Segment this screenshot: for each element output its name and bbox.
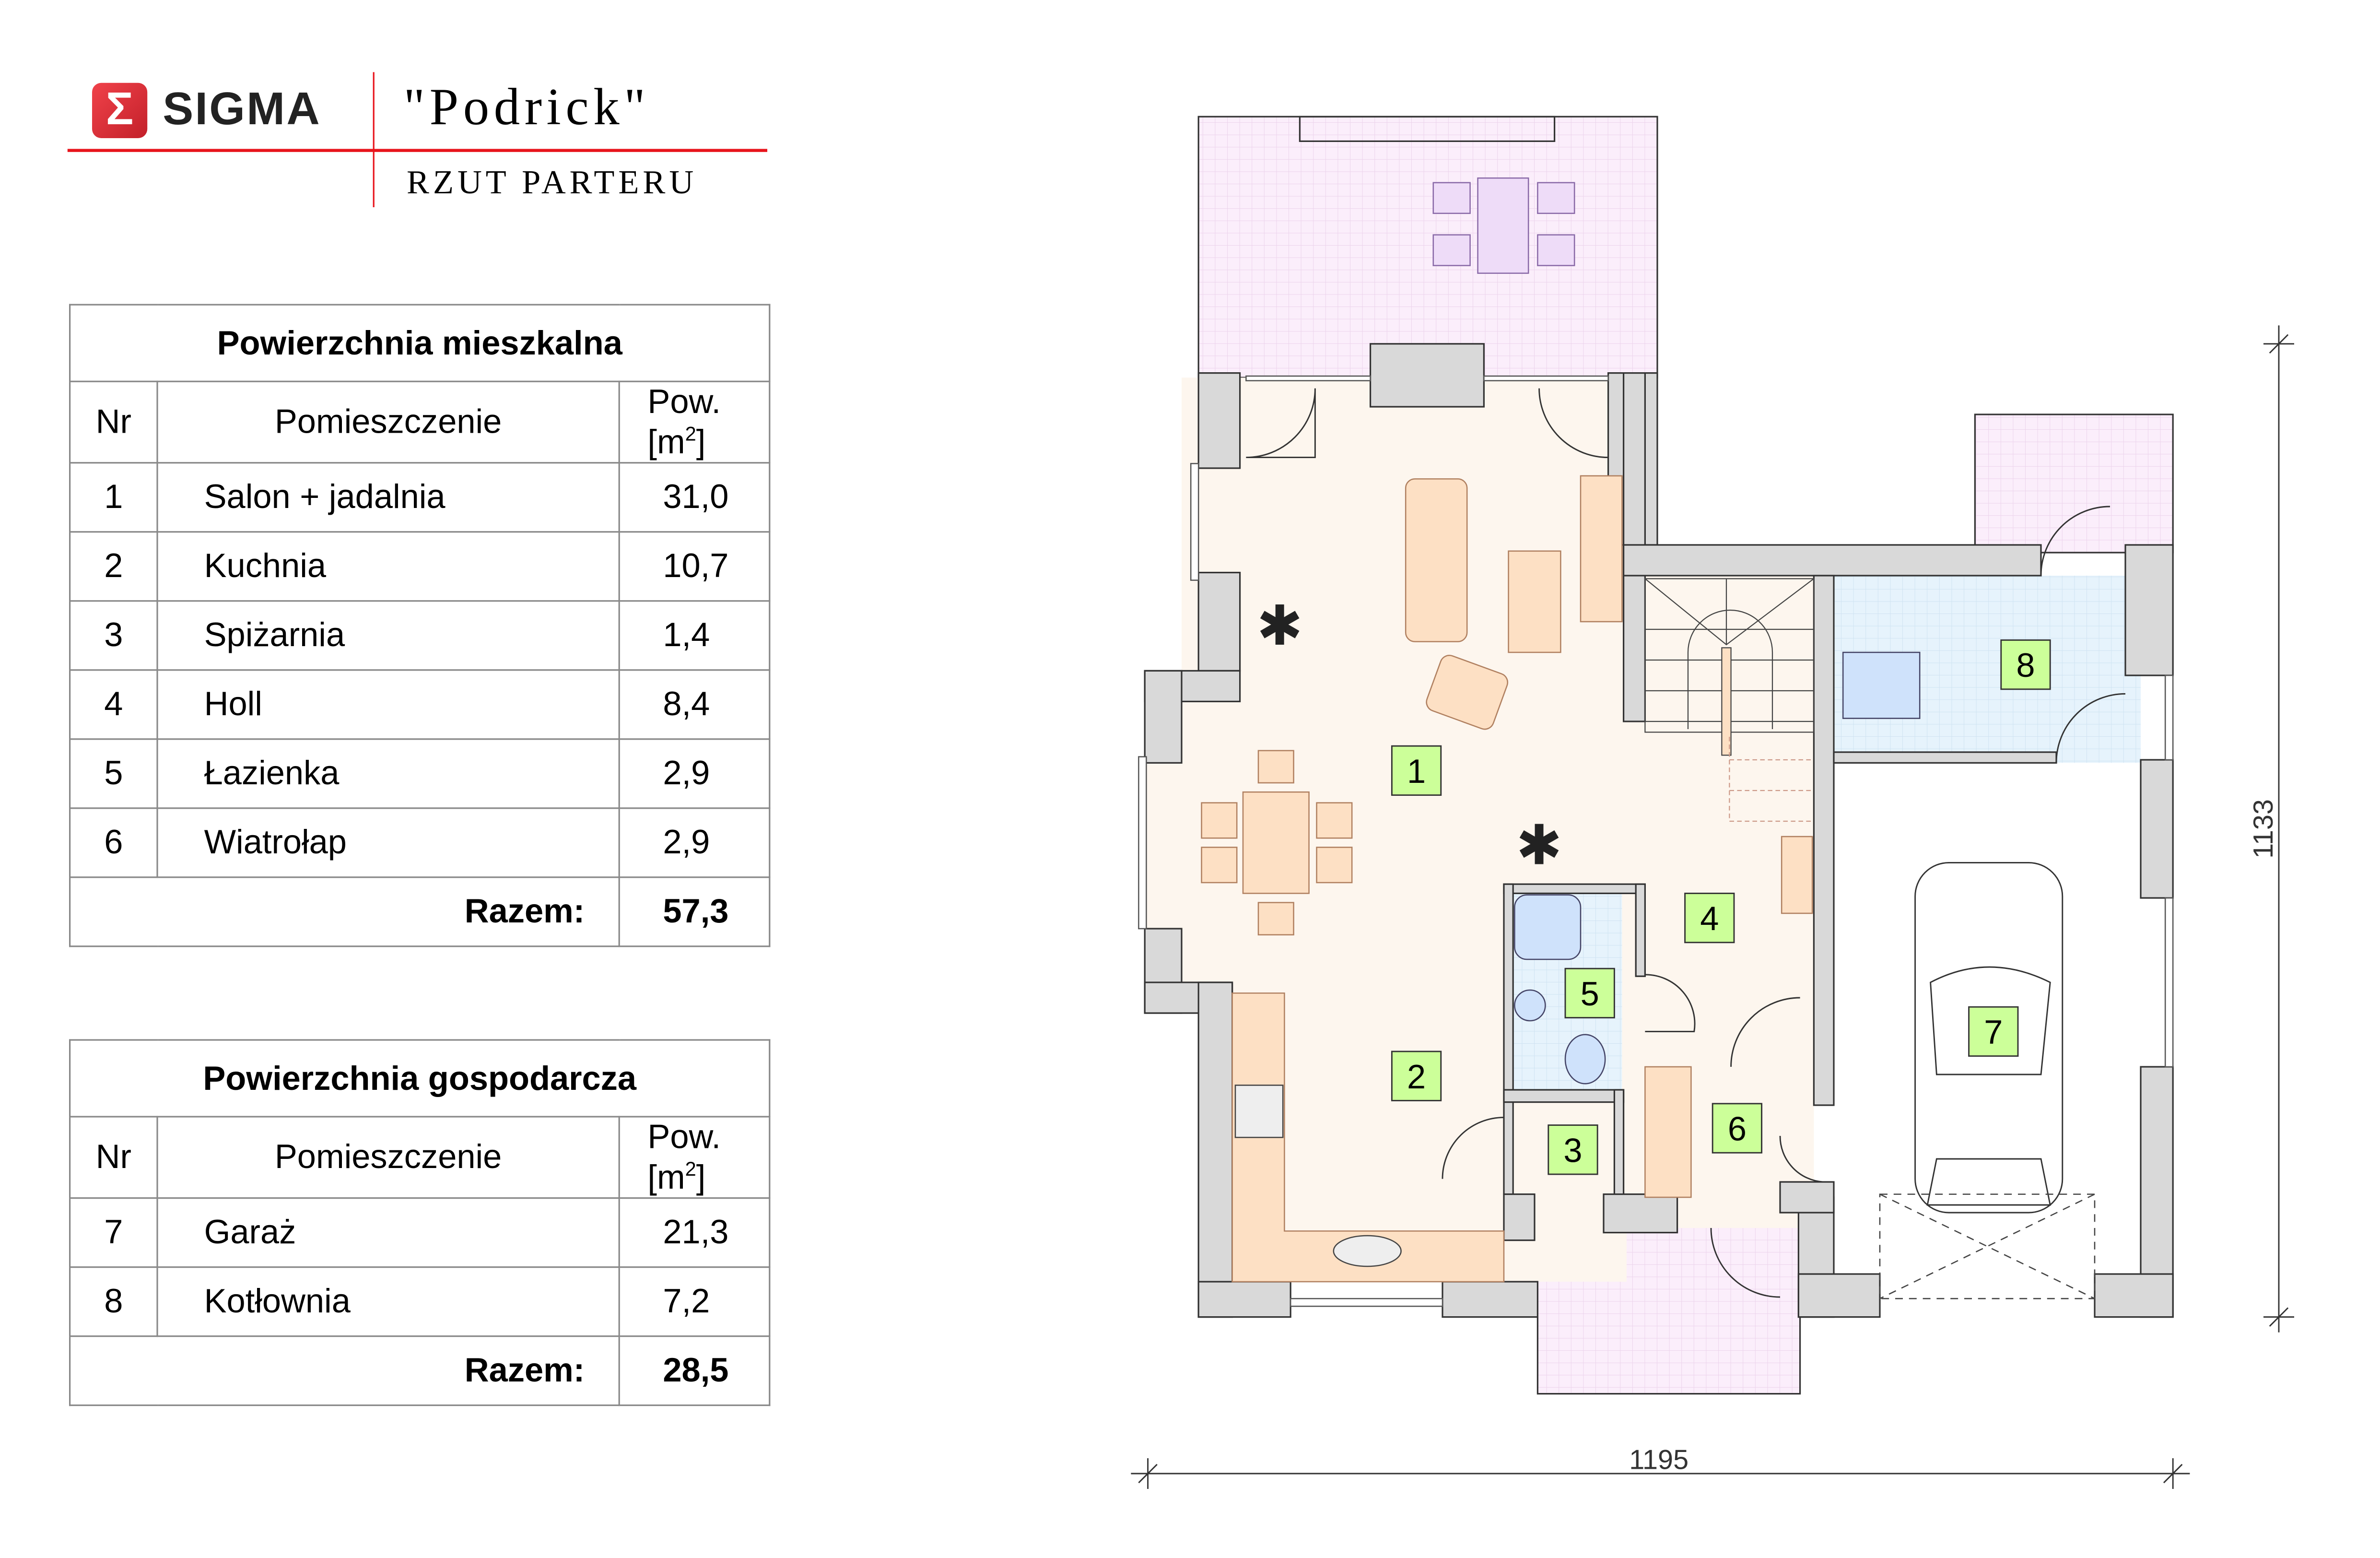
row-room: Garaż [156, 1198, 620, 1269]
room-label-3: 3 [1548, 1124, 1598, 1175]
col-header-room: Pomieszczenie [156, 1116, 620, 1200]
col-header-area: Pow. [m2] [618, 1116, 771, 1200]
sigma-logo: Σ SIGMA [92, 83, 321, 138]
row-nr: 5 [69, 739, 158, 810]
svg-text:8: 8 [2016, 646, 2035, 684]
living-floor [1145, 378, 1814, 1282]
parking-marking [1879, 1193, 2096, 1299]
door-swings [1246, 388, 2126, 1298]
row-nr: 6 [69, 808, 158, 879]
windows [1138, 375, 2174, 1307]
svg-text:6: 6 [1728, 1110, 1747, 1148]
row-room: Kuchnia [156, 531, 620, 602]
area-unit-sup: 2 [685, 422, 696, 445]
row-area: 2,9 [618, 808, 771, 879]
col-header-room: Pomieszczenie [156, 380, 620, 464]
dimension-width: 1195 [1629, 1444, 1688, 1475]
room-label-4: 4 [1684, 892, 1735, 944]
plant-icons: ✱✱ [1257, 595, 1562, 876]
total-value: 57,3 [618, 877, 771, 948]
room-label-7: 7 [1968, 1006, 2019, 1057]
svg-text:5: 5 [1581, 975, 1599, 1013]
row-area: 8,4 [618, 670, 771, 741]
svg-text:✱: ✱ [1257, 595, 1303, 657]
total-label: Razem: [69, 877, 620, 948]
row-room: Salon + jadalnia [156, 462, 620, 533]
rear-terrace [1197, 116, 1658, 378]
row-nr: 4 [69, 670, 158, 741]
svg-text:7: 7 [1984, 1013, 2003, 1051]
living-area-table: Powierzchnia mieszkalna Nr Pomieszczenie… [69, 304, 771, 948]
col-header-area: Pow. [m2] [618, 380, 771, 464]
dimension-depth: 1133 [2248, 799, 2279, 859]
area-unit-suffix: ] [696, 1157, 706, 1196]
room-label-5: 5 [1564, 968, 1615, 1019]
row-room: Kotłownia [156, 1267, 620, 1338]
row-room: Holl [156, 670, 620, 741]
svg-text:4: 4 [1700, 899, 1719, 937]
row-area: 31,0 [618, 462, 771, 533]
header-divider-horizontal [67, 149, 767, 152]
header-divider-vertical [373, 72, 375, 207]
row-nr: 8 [69, 1267, 158, 1338]
row-nr: 1 [69, 462, 158, 533]
row-room: Spiżarnia [156, 601, 620, 672]
furniture [1201, 177, 1921, 1283]
row-room: Wiatrołap [156, 808, 620, 879]
room-label-6: 6 [1712, 1103, 1763, 1154]
svg-text:✱: ✱ [1516, 815, 1562, 876]
brand-name: SIGMA [163, 84, 321, 135]
drawing-title: RZUT PARTERU [407, 163, 698, 201]
row-nr: 7 [69, 1198, 158, 1269]
room-labels: 1 2 3 4 5 6 7 8 [1391, 639, 2051, 1175]
total-label: Razem: [69, 1336, 620, 1407]
area-unit-prefix: Pow. [m [647, 1117, 721, 1196]
row-area: 1,4 [618, 601, 771, 672]
area-unit-sup: 2 [685, 1157, 696, 1180]
project-name: "Podrick" [403, 80, 650, 137]
area-unit-suffix: ] [696, 423, 706, 461]
side-terrace [1974, 413, 2174, 554]
area-unit-prefix: Pow. [m [647, 382, 721, 461]
sigma-logo-icon: Σ [92, 83, 148, 138]
total-value: 28,5 [618, 1336, 771, 1407]
table-caption: Powierzchnia mieszkalna [69, 304, 771, 382]
row-nr: 2 [69, 531, 158, 602]
row-area: 7,2 [618, 1267, 771, 1338]
utility-area-table: Powierzchnia gospodarcza Nr Pomieszczeni… [69, 1039, 771, 1407]
dimension-lines [1131, 325, 2295, 1489]
room-label-2: 2 [1391, 1050, 1442, 1101]
row-area: 21,3 [618, 1198, 771, 1269]
row-area: 2,9 [618, 739, 771, 810]
col-header-nr: Nr [69, 1116, 158, 1200]
staircase [1644, 578, 1815, 822]
room-label-1: 1 [1391, 745, 1442, 796]
row-area: 10,7 [618, 531, 771, 602]
svg-text:2: 2 [1407, 1058, 1426, 1096]
col-header-nr: Nr [69, 380, 158, 464]
svg-text:3: 3 [1563, 1131, 1582, 1169]
row-nr: 3 [69, 601, 158, 672]
table-caption: Powierzchnia gospodarcza [69, 1039, 771, 1118]
row-room: Łazienka [156, 739, 620, 810]
room-label-8: 8 [2000, 639, 2051, 690]
svg-text:1: 1 [1407, 752, 1426, 790]
